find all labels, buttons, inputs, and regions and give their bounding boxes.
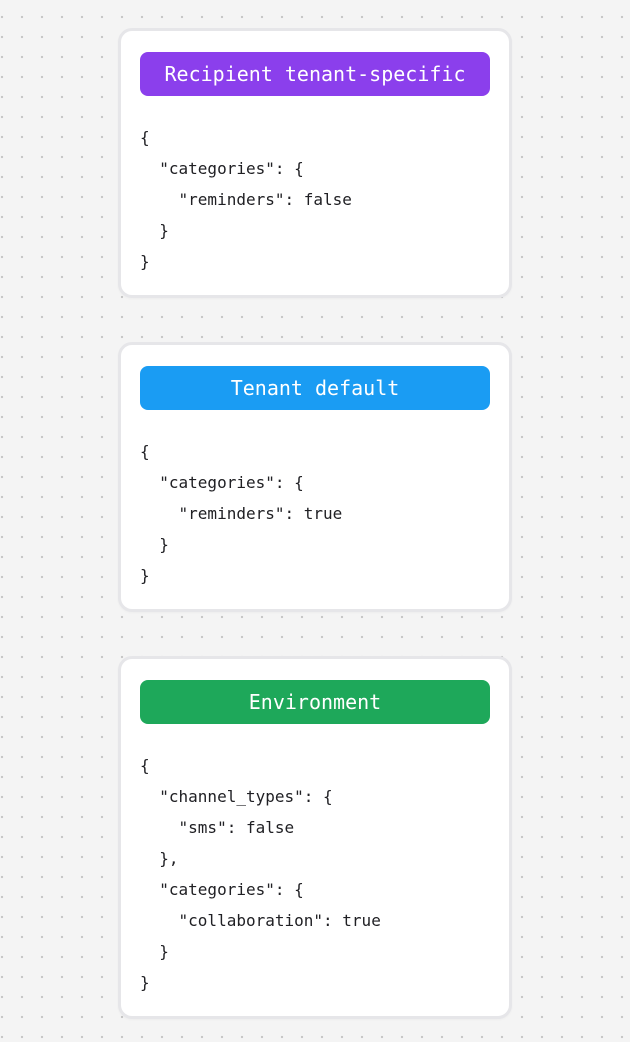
card-recipient-tenant-specific: Recipient tenant-specific { "categories"… (118, 28, 512, 298)
layer-badge-environment: Environment (140, 680, 490, 724)
layer-badge-tenant-default: Tenant default (140, 366, 490, 410)
card-tenant-default: Tenant default { "categories": { "remind… (118, 342, 512, 612)
card-environment: Environment { "channel_types": { "sms": … (118, 656, 512, 1019)
code-block-tenant-default: { "categories": { "reminders": true } } (140, 442, 343, 585)
layer-badge-recipient-tenant-specific: Recipient tenant-specific (140, 52, 490, 96)
code-block-recipient-tenant-specific: { "categories": { "reminders": false } } (140, 128, 352, 271)
code-block-environment: { "channel_types": { "sms": false }, "ca… (140, 756, 381, 992)
